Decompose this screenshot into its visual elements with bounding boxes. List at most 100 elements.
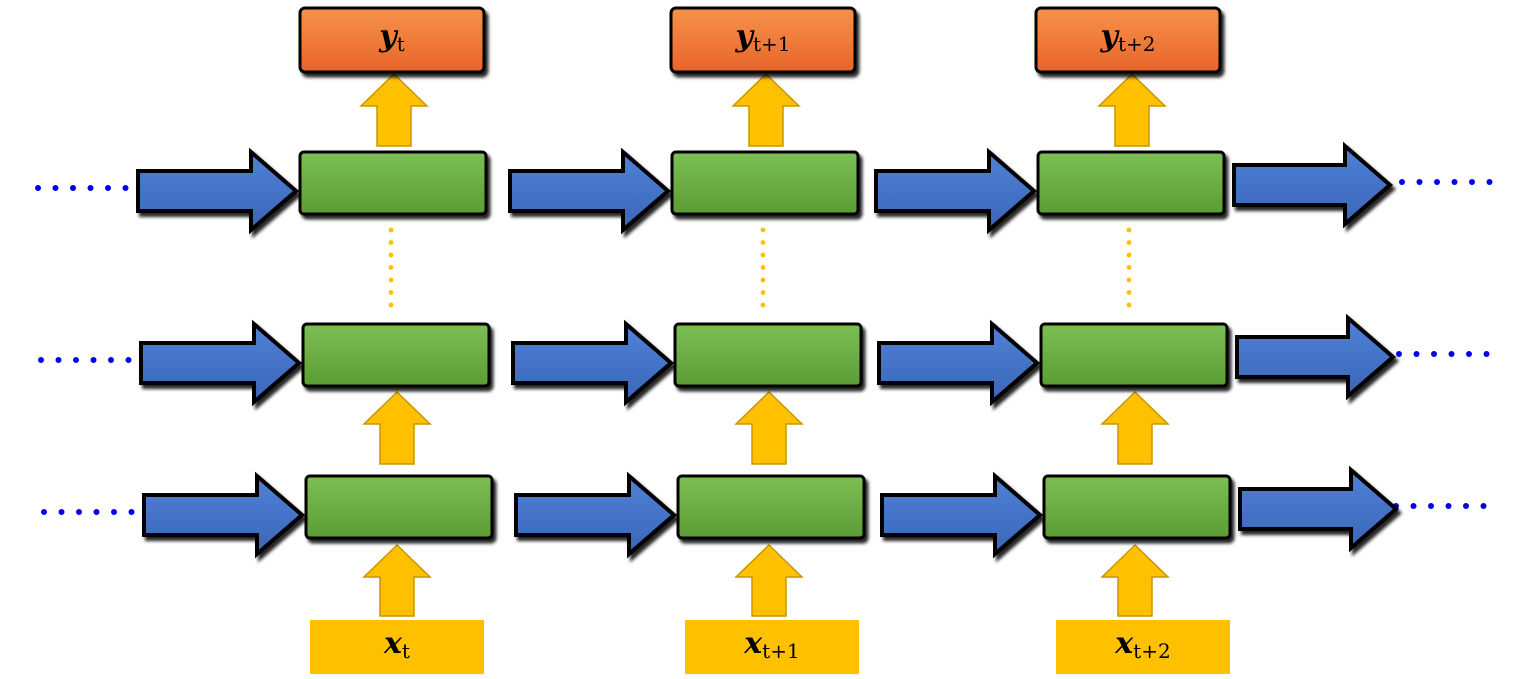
- ellipsis-dot-right-l2: [1431, 351, 1437, 357]
- recurrent-arrow-in-l3: [142, 471, 306, 559]
- ellipsis-dot-left-l1: [122, 185, 129, 191]
- ellipsis-dot-left-l1: [52, 185, 59, 191]
- output-label-t2-sub: t+1: [753, 32, 791, 56]
- up-arrow-to-output-t2: [731, 72, 801, 147]
- recurrent-arrow-out-l2: [1235, 313, 1397, 401]
- input-label-t2-sub: t+1: [762, 639, 800, 663]
- vertical-dots-layer: [388, 227, 1132, 308]
- ellipsis-dot-left-l1: [105, 185, 111, 191]
- rnn-cell-l2-t3: [1039, 322, 1229, 388]
- output-label-t3-var: y: [1100, 19, 1121, 54]
- ellipsis-dot-right-l2: [1448, 351, 1455, 357]
- ellipsis-dot-right-l2: [1483, 351, 1490, 357]
- recurrent-arrow-l3-t2-t3: [880, 471, 1044, 559]
- rnn-cell-l1-t1: [298, 150, 488, 216]
- vertical-dot-t2: [760, 265, 766, 270]
- up-arrow-l3-to-l2-t3: [1100, 390, 1170, 465]
- ellipsis-dot-left-l3: [58, 509, 65, 515]
- output-box-t1: [298, 6, 486, 74]
- ellipsis-dot-right-l1: [1434, 179, 1440, 185]
- ellipsis-dot-right-l1: [1416, 179, 1423, 185]
- input-box-t2: [685, 620, 859, 674]
- up-arrow-input-t1: [362, 543, 432, 617]
- vertical-dot-t2: [760, 277, 766, 283]
- ellipsis-dot-left-l3: [41, 509, 47, 515]
- recurrent-arrow-in-l2: [139, 319, 303, 407]
- ellipsis-layer: [35, 179, 1493, 515]
- ellipsis-dot-right-l3: [1410, 503, 1417, 509]
- ellipsis-dot-left-l3: [128, 509, 135, 515]
- recurrent-arrow-l3-t1-t2: [514, 471, 678, 559]
- input-box-t3: [1056, 620, 1230, 674]
- ellipsis-dot-right-l2: [1466, 351, 1472, 357]
- rnn-cell-l3-t1: [304, 474, 494, 540]
- ellipsis-dot-left-l3: [111, 509, 117, 515]
- vertical-dot-t3: [1126, 290, 1132, 295]
- ellipsis-dot-left-l2: [108, 357, 114, 363]
- up-arrow-to-output-t3: [1097, 72, 1167, 147]
- ellipsis-dot-left-l2: [38, 357, 44, 363]
- output-label-t1-var: y: [378, 19, 399, 54]
- ellipsis-dot-right-l3: [1428, 503, 1434, 509]
- ellipsis-dot-right-l1: [1469, 179, 1475, 185]
- recurrent-arrow-in-l1: [136, 147, 300, 235]
- recurrent-arrow-l1-t2-t3: [874, 147, 1038, 235]
- vertical-dot-t1: [388, 252, 394, 258]
- cells-layer: [298, 150, 1232, 540]
- input-label-t1-sub: t: [402, 639, 410, 663]
- vertical-dot-t1: [388, 265, 394, 270]
- recurrent-arrow-l2-t2-t3: [877, 319, 1041, 407]
- vertical-dot-t2: [760, 240, 766, 245]
- vertical-dot-t1: [388, 290, 394, 295]
- output-label-t1-sub: t: [397, 32, 405, 56]
- vertical-dot-t2: [760, 227, 766, 233]
- rnn-cell-l1-t2: [670, 150, 860, 216]
- vertical-dot-t2: [760, 302, 766, 308]
- input-label-t3: xt+2: [1114, 626, 1170, 663]
- ellipsis-dot-left-l2: [73, 357, 79, 363]
- vertical-dot-t1: [388, 227, 394, 233]
- input-label-t2: xt+1: [743, 626, 799, 663]
- ellipsis-dot-left-l2: [90, 357, 97, 363]
- vertical-dot-t1: [388, 240, 394, 245]
- output-box-t3: [1034, 6, 1222, 74]
- ellipsis-dot-left-l1: [87, 185, 94, 191]
- ellipsis-dot-right-l2: [1396, 351, 1402, 357]
- input-label-t1-var: x: [383, 626, 403, 661]
- rnn-cell-l2-t2: [673, 322, 863, 388]
- output-label-t2: yt+1: [735, 19, 791, 56]
- rnn-cell-l3-t3: [1042, 474, 1232, 540]
- vertical-dot-t3: [1126, 227, 1132, 233]
- output-label-t1: yt: [378, 19, 404, 56]
- ellipsis-dot-right-l3: [1480, 503, 1487, 509]
- rnn-cell-l2-t1: [301, 322, 491, 388]
- up-arrows-layer: [359, 72, 1170, 617]
- vertical-dot-t3: [1126, 265, 1132, 270]
- recurrent-arrow-out-l1: [1232, 141, 1394, 229]
- input-box-t1: [310, 620, 484, 674]
- input-label-t2-var: x: [743, 626, 763, 661]
- ellipsis-dot-right-l1: [1399, 179, 1405, 185]
- up-arrow-input-t3: [1100, 543, 1170, 617]
- ellipsis-dot-left-l2: [125, 357, 132, 363]
- output-label-t2-var: y: [735, 19, 756, 54]
- ellipsis-dot-right-l3: [1463, 503, 1469, 509]
- ellipsis-dot-left-l1: [70, 185, 76, 191]
- recurrent-arrow-l2-t1-t2: [511, 319, 675, 407]
- vertical-dot-t1: [388, 302, 394, 308]
- ellipsis-dot-right-l1: [1486, 179, 1493, 185]
- vertical-dot-t3: [1126, 302, 1132, 308]
- vertical-dot-t3: [1126, 277, 1132, 283]
- output-label-t3: yt+2: [1100, 19, 1156, 56]
- ellipsis-dot-right-l3: [1445, 503, 1452, 509]
- ellipsis-dot-right-l1: [1451, 179, 1458, 185]
- vertical-dot-t3: [1126, 240, 1132, 245]
- rnn-cell-l1-t3: [1036, 150, 1226, 216]
- ellipsis-dot-left-l1: [35, 185, 41, 191]
- recurrent-arrows-layer: [136, 141, 1400, 559]
- ellipsis-dot-left-l2: [55, 357, 62, 363]
- input-label-t3-sub: t+2: [1133, 639, 1171, 663]
- vertical-dot-t3: [1126, 252, 1132, 258]
